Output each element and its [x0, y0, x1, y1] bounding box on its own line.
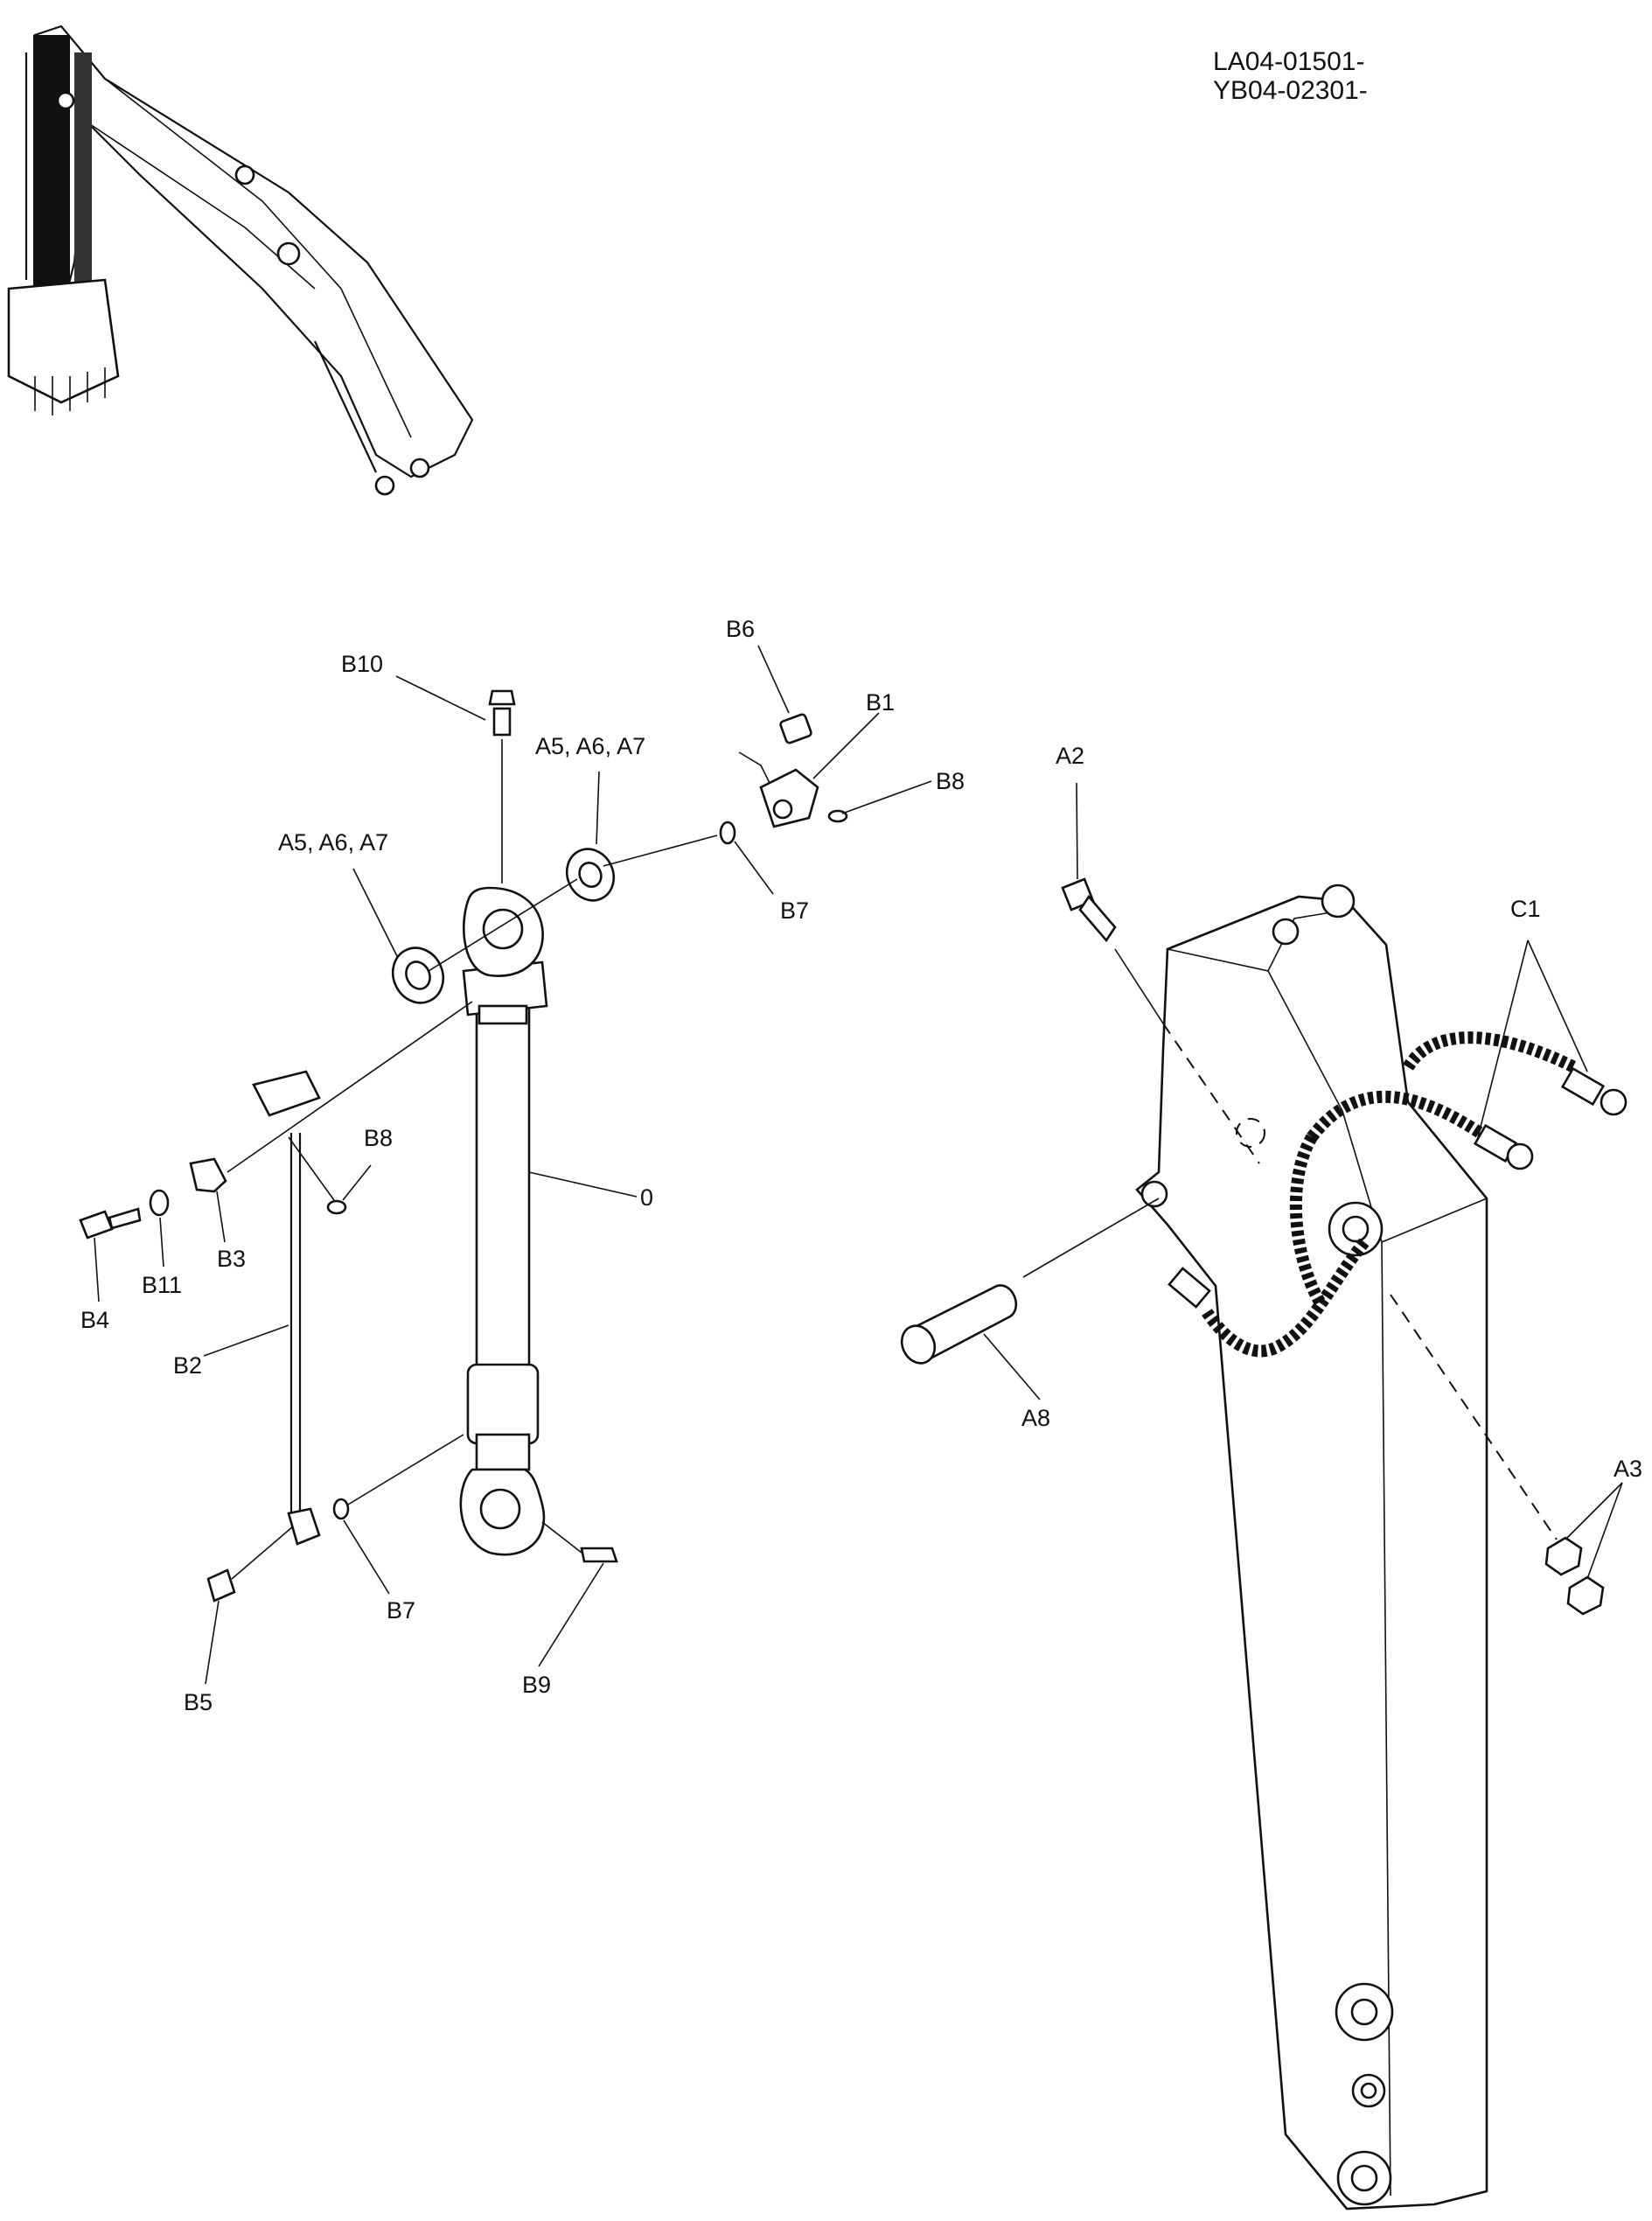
- label-a8: A8: [1021, 1405, 1050, 1431]
- washer-a5-a6-a7-left: [391, 946, 445, 1004]
- label-b5: B5: [184, 1689, 213, 1715]
- serial-code-yb04: YB04-02301-: [1213, 76, 1368, 105]
- grease-fitting-b9: [541, 1521, 618, 1563]
- pin-axis-line: [428, 835, 718, 972]
- hose-assembly-c1: [1168, 1031, 1628, 1358]
- label-b4: B4: [80, 1307, 109, 1333]
- label-b1: B1: [866, 689, 895, 716]
- grease-fitting-b10: [488, 689, 516, 884]
- label-b6: B6: [726, 616, 755, 642]
- hydraulic-cylinder: [459, 886, 548, 1556]
- label-b2: B2: [173, 1352, 202, 1379]
- label-b8-left: B8: [364, 1125, 393, 1151]
- serial-code-la04: LA04-01501-: [1213, 47, 1364, 76]
- o-ring-b7-bottom: [332, 1434, 464, 1520]
- label-b10: B10: [341, 651, 383, 677]
- clamp-b3: [189, 1157, 227, 1193]
- label-b8-top: B8: [936, 768, 965, 794]
- washer-a5-a6-a7-right: [565, 848, 616, 902]
- label-a2: A2: [1056, 743, 1084, 769]
- label-zero: 0: [640, 1184, 653, 1211]
- clamp-axis-line: [227, 1001, 473, 1173]
- label-c1: C1: [1510, 896, 1541, 922]
- label-b7-top: B7: [780, 897, 809, 924]
- bolt-b4: [79, 1207, 142, 1240]
- excavator-arm-overview-illustration: [7, 24, 474, 496]
- pipe-b2: [252, 1070, 321, 1546]
- pin-a8: [900, 1198, 1160, 1365]
- bolt-b5: [206, 1526, 294, 1603]
- washer-b11: [149, 1189, 170, 1217]
- nut-a3: [1544, 1536, 1605, 1616]
- label-b11: B11: [142, 1272, 182, 1298]
- label-a5-a6-a7-left: A5, A6, A7: [278, 829, 388, 856]
- label-b3: B3: [217, 1246, 246, 1272]
- label-b7-bottom: B7: [387, 1597, 415, 1624]
- label-a5-a6-a7-right: A5, A6, A7: [535, 733, 645, 759]
- excavator-arm: [1135, 884, 1488, 2211]
- leader-lines: [94, 645, 1623, 1685]
- bolt-a2: [1061, 877, 1558, 1540]
- elbow-fitting-b1: [738, 751, 819, 828]
- callout-labels: B10 B6 B1 B8 A5, A6, A7 A5, A6, A7 B7 B8…: [80, 616, 1642, 1715]
- label-a3: A3: [1614, 1456, 1642, 1482]
- serial-codes: LA04-01501- YB04-02301-: [1213, 47, 1368, 105]
- label-b9: B9: [522, 1672, 551, 1698]
- o-ring-b8-left: [288, 1136, 347, 1215]
- plug-b6: [779, 713, 812, 744]
- o-ring-b7-top: [719, 821, 736, 845]
